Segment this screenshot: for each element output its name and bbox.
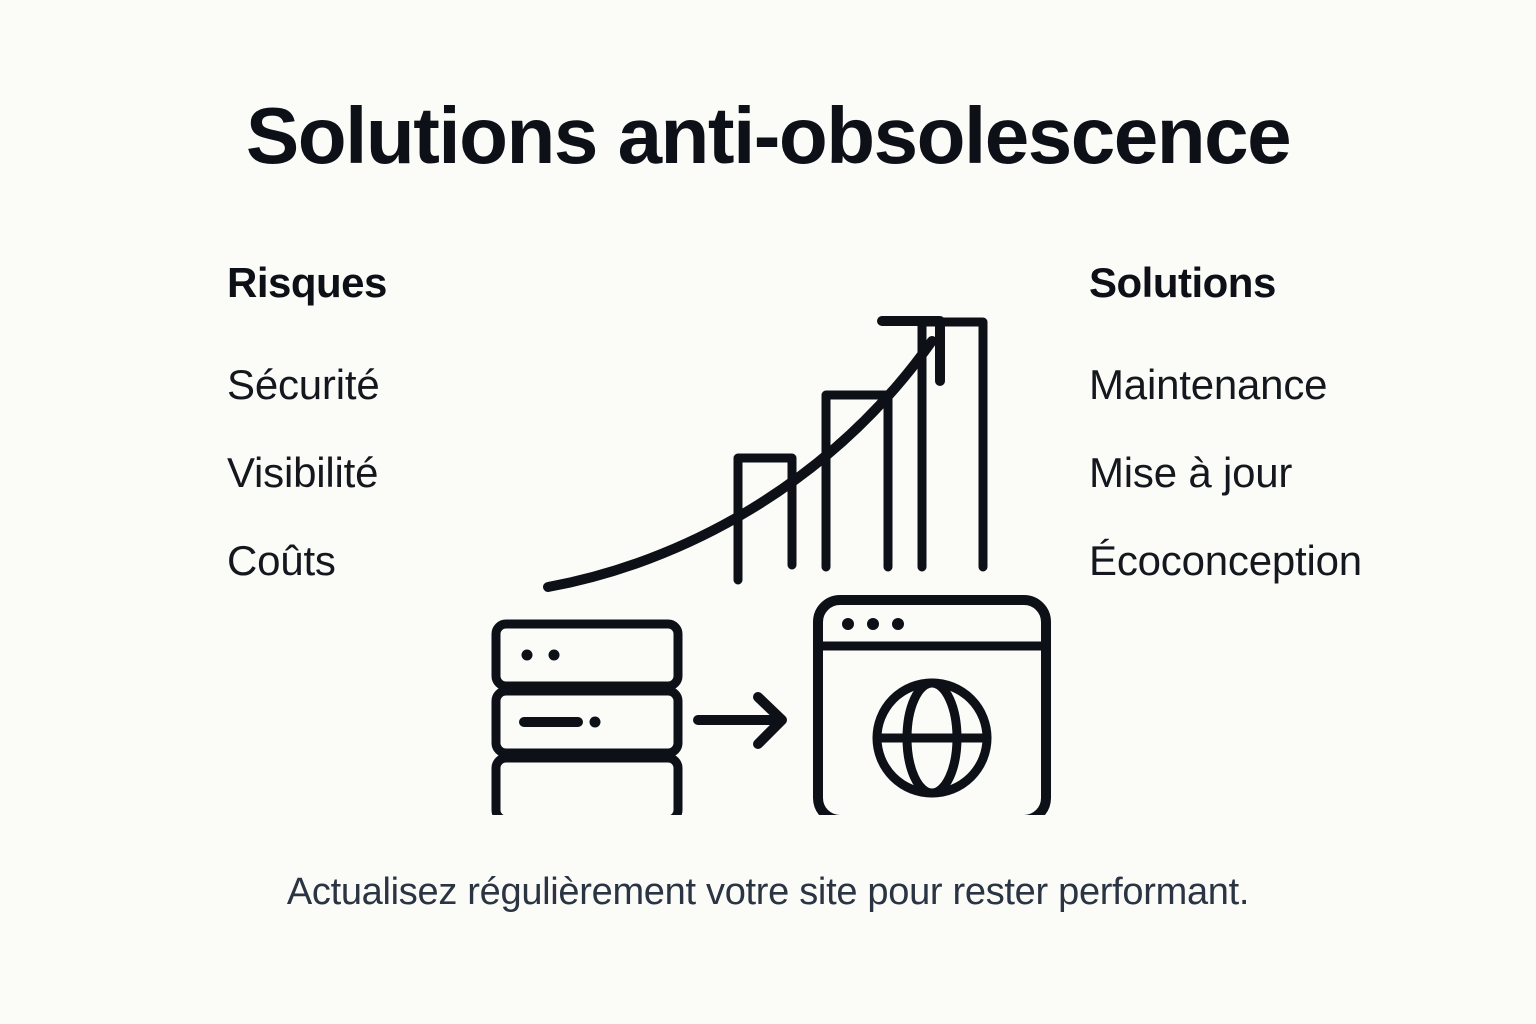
risks-item-couts: Coûts: [227, 537, 336, 584]
browser-dot-3: [892, 618, 904, 630]
solutions-column-heading: Solutions: [1089, 259, 1276, 306]
page-title: Solutions anti-obsolescence: [245, 91, 1292, 180]
browser-window-globe-icon: [813, 595, 1051, 815]
risks-column-heading: Risques: [227, 259, 387, 306]
bar-1: [733, 453, 797, 585]
solutions-item-ecoconception: Écoconception: [1089, 537, 1362, 584]
server-led-2: [548, 649, 560, 661]
risks-item-visibilite: Visibilité: [227, 449, 379, 496]
server-led-1: [521, 649, 533, 661]
server-row-bottom: [491, 753, 683, 815]
bar-chart-bars: [733, 317, 988, 585]
risks-item-securite: Sécurité: [227, 361, 380, 408]
risks-column: Risques Sécurité Visibilité Coûts: [227, 262, 387, 582]
globe-icon: [872, 678, 992, 798]
slide-caption: Actualisez régulièrement votre site pour…: [286, 871, 1250, 913]
solutions-item-maintenance: Maintenance: [1089, 361, 1328, 408]
bar-3: [917, 317, 988, 572]
browser-dot-1: [842, 618, 854, 630]
right-arrow-icon: [693, 692, 787, 749]
solutions-column: Solutions Maintenance Mise à jour Écocon…: [1089, 262, 1362, 582]
server-to-website-growth-illustration: [470, 295, 1070, 815]
solutions-item-mise-a-jour: Mise à jour: [1089, 449, 1293, 496]
server-row-middle: [491, 686, 683, 758]
server-row-top: [491, 619, 683, 691]
server-stack-icon: [491, 619, 683, 815]
browser-frame: [813, 595, 1051, 815]
browser-dot-2: [867, 618, 879, 630]
bar-2: [821, 390, 893, 572]
server-dot: [589, 716, 601, 728]
